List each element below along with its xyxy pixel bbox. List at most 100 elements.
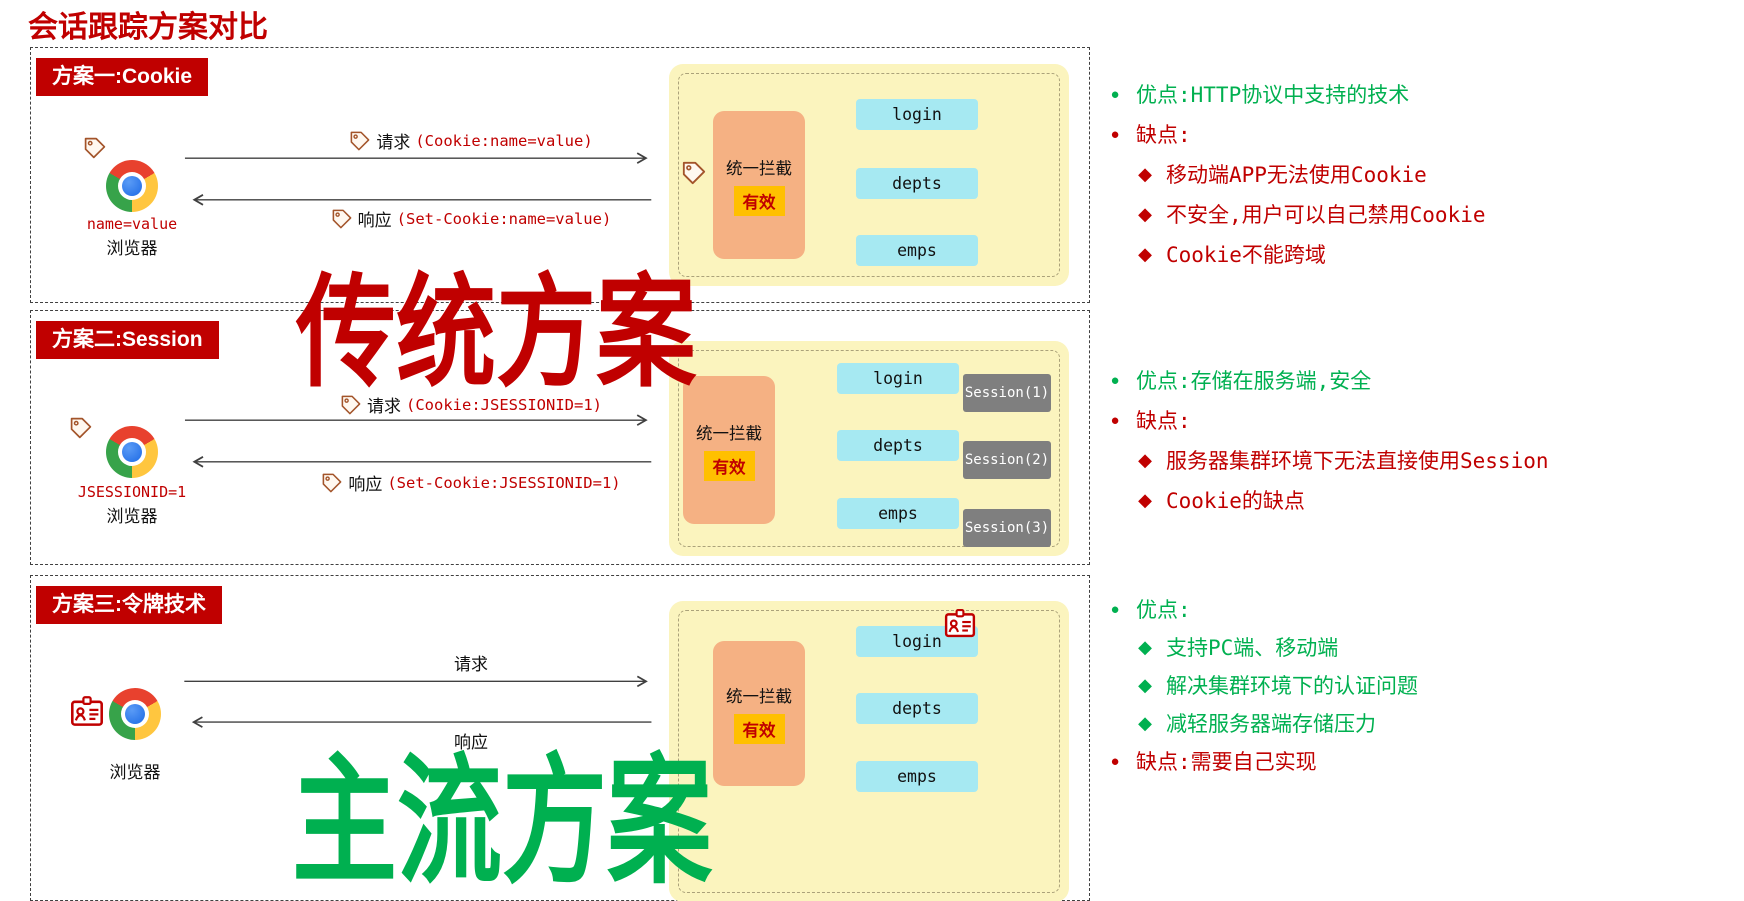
service-login: login bbox=[856, 99, 978, 130]
request-message: 请求 (Cookie:name=value) bbox=[261, 128, 681, 153]
diamond-icon: ◆ bbox=[1138, 203, 1152, 224]
request-code: (Cookie:JSESSIONID=1) bbox=[406, 395, 602, 414]
scheme-cookie-banner: 方案一:Cookie bbox=[36, 58, 209, 96]
response-code: (Set-Cookie:name=value) bbox=[396, 209, 612, 228]
tag-icon bbox=[349, 130, 371, 152]
service-emps: emps bbox=[856, 761, 978, 792]
service-login: login bbox=[837, 363, 959, 394]
note-text: 缺点:需要自己实现 bbox=[1136, 750, 1317, 774]
note-text: 缺点: bbox=[1136, 123, 1191, 147]
note-item: ◆ 支持PC端、移动端 bbox=[1136, 628, 1418, 666]
chrome-inner-ring bbox=[120, 699, 150, 729]
server-panel-border bbox=[678, 610, 1060, 893]
note-text: 解决集群环境下的认证问题 bbox=[1166, 674, 1418, 698]
cookie-tag-icon bbox=[83, 136, 107, 160]
note-item: ◆ 不安全,用户可以自己禁用Cookie bbox=[1136, 194, 1485, 234]
bullet-icon: ● bbox=[1110, 125, 1120, 143]
server-panel: 统一拦截 有效 login depts emps bbox=[669, 601, 1069, 901]
watermark-mainstream: 主流方案 bbox=[292, 743, 713, 900]
request-message: 请求 bbox=[261, 650, 681, 675]
valid-badge: 有效 bbox=[733, 714, 785, 744]
tag-icon bbox=[331, 208, 353, 230]
session-store-1: Session(1) bbox=[963, 374, 1051, 412]
interceptor-box: 统一拦截 有效 bbox=[713, 641, 805, 786]
notes-session: ● 优点:存储在服务端,安全 ● 缺点: ◆ 服务器集群环境下无法直接使用Ses… bbox=[1106, 360, 1549, 520]
bullet-icon: ● bbox=[1110, 600, 1120, 618]
note-text: 缺点: bbox=[1136, 409, 1191, 433]
request-message: 请求 (Cookie:JSESSIONID=1) bbox=[261, 392, 681, 417]
watermark-traditional: 传统方案 bbox=[296, 265, 697, 401]
note-text: 优点:HTTP协议中支持的技术 bbox=[1136, 83, 1410, 107]
request-code: (Cookie:name=value) bbox=[415, 131, 593, 150]
note-item: ● 优点:HTTP协议中支持的技术 bbox=[1106, 74, 1486, 114]
scheme-token-banner: 方案三:令牌技术 bbox=[36, 586, 222, 624]
chrome-inner-ring bbox=[117, 437, 147, 467]
response-label: 响应 bbox=[454, 733, 488, 752]
service-depts: depts bbox=[856, 693, 978, 724]
server-panel-border bbox=[678, 350, 1060, 547]
response-code: (Set-Cookie:JSESSIONID=1) bbox=[387, 473, 621, 492]
interceptor-label: 统一拦截 bbox=[726, 688, 792, 706]
chrome-inner-ring bbox=[117, 171, 147, 201]
note-item: ◆ 服务器集群环境下无法直接使用Session bbox=[1136, 440, 1549, 480]
response-message: 响应 bbox=[261, 728, 681, 753]
scheme-session-banner: 方案二:Session bbox=[36, 321, 219, 359]
note-text: Cookie不能跨域 bbox=[1166, 243, 1326, 267]
token-idcard-icon bbox=[943, 607, 977, 641]
response-label: 响应 bbox=[348, 475, 383, 494]
chrome-blue-core bbox=[121, 175, 143, 197]
interceptor-label: 统一拦截 bbox=[726, 159, 792, 178]
note-item: ● 缺点:需要自己实现 bbox=[1106, 742, 1418, 780]
notes-cookie: ● 优点:HTTP协议中支持的技术 ● 缺点: ◆ 移动端APP无法使用Cook… bbox=[1106, 74, 1486, 274]
diamond-icon: ◆ bbox=[1138, 243, 1152, 264]
response-message: 响应 (Set-Cookie:name=value) bbox=[261, 206, 681, 231]
note-item: ● 优点:存储在服务端,安全 bbox=[1106, 360, 1549, 400]
interceptor-box: 统一拦截 有效 bbox=[713, 111, 805, 259]
service-emps: emps bbox=[856, 235, 978, 266]
chrome-browser-icon bbox=[109, 688, 161, 740]
valid-badge: 有效 bbox=[703, 450, 755, 481]
scheme-token-box: 方案三:令牌技术 浏览器 请求 响应 统一拦截 有效 login depts e… bbox=[30, 575, 1090, 901]
diamond-icon: ◆ bbox=[1138, 163, 1152, 184]
tag-icon bbox=[321, 472, 343, 494]
bullet-icon: ● bbox=[1110, 85, 1120, 103]
note-text: 减轻服务器端存储压力 bbox=[1166, 712, 1376, 736]
diamond-icon: ◆ bbox=[1138, 636, 1152, 657]
diamond-icon: ◆ bbox=[1138, 712, 1152, 733]
note-text: Cookie的缺点 bbox=[1166, 489, 1305, 513]
service-depts: depts bbox=[856, 168, 978, 199]
scheme-cookie-box: 方案一:Cookie name=value 浏览器 请求 (Cookie:nam… bbox=[30, 47, 1090, 303]
diamond-icon: ◆ bbox=[1138, 674, 1152, 695]
interceptor-box: 统一拦截 有效 bbox=[683, 376, 775, 524]
server-panel: 统一拦截 有效 login depts emps bbox=[669, 64, 1069, 286]
service-depts: depts bbox=[837, 430, 959, 461]
session-store-2: Session(2) bbox=[963, 441, 1051, 479]
note-item: ◆ Cookie不能跨域 bbox=[1136, 234, 1486, 274]
note-text: 支持PC端、移动端 bbox=[1166, 636, 1339, 660]
notes-token: ● 优点: ◆ 支持PC端、移动端 ◆ 解决集群环境下的认证问题 ◆ 减轻服务器… bbox=[1106, 590, 1418, 780]
response-message: 响应 (Set-Cookie:JSESSIONID=1) bbox=[261, 470, 681, 495]
browser-cookie-value: JSESSIONID=1 bbox=[77, 483, 187, 501]
browser-label: 浏览器 bbox=[106, 239, 158, 258]
note-text: 服务器集群环境下无法直接使用Session bbox=[1166, 449, 1549, 473]
response-label: 响应 bbox=[357, 211, 392, 230]
note-item: ◆ 减轻服务器端存储压力 bbox=[1136, 704, 1418, 742]
page-title: 会话跟踪方案对比 bbox=[28, 11, 268, 44]
interceptor-label: 统一拦截 bbox=[696, 424, 762, 443]
server-panel: 统一拦截 有效 login depts emps Session(1) Sess… bbox=[669, 341, 1069, 556]
browser-label: 浏览器 bbox=[106, 507, 158, 526]
chrome-blue-core bbox=[124, 703, 146, 725]
request-label: 请求 bbox=[367, 397, 402, 416]
cookie-tag-icon bbox=[69, 416, 93, 440]
note-item: ● 缺点: bbox=[1106, 114, 1486, 154]
note-text: 优点: bbox=[1136, 598, 1191, 622]
note-item: ◆ Cookie的缺点 bbox=[1136, 480, 1549, 520]
note-item: ◆ 移动端APP无法使用Cookie bbox=[1136, 154, 1486, 194]
note-text: 移动端APP无法使用Cookie bbox=[1166, 163, 1427, 187]
bullet-icon: ● bbox=[1110, 752, 1120, 770]
browser-cookie-value: name=value bbox=[86, 215, 178, 233]
service-emps: emps bbox=[837, 498, 959, 529]
note-item: ● 优点: bbox=[1106, 590, 1418, 628]
valid-badge: 有效 bbox=[733, 185, 785, 216]
